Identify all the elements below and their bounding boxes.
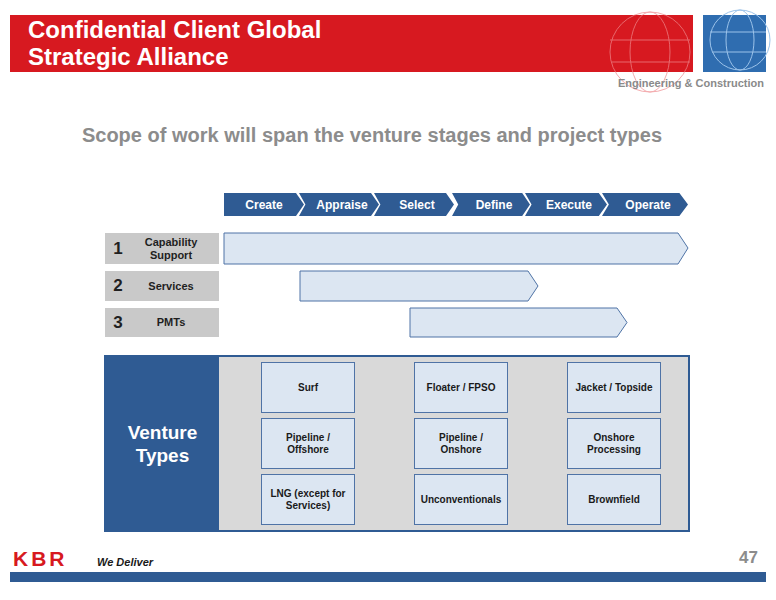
venture-panel: Venture Types Surf Floater / FPSO Jacket / … [104, 355, 690, 532]
panel-heading: Venture Types [106, 357, 219, 530]
row-label: PMTs [129, 316, 219, 329]
company-logo: KBR [13, 547, 68, 571]
chevron-fill [602, 193, 688, 216]
footer-bar [10, 572, 766, 582]
chevron-fill [224, 193, 304, 216]
panel-side [106, 357, 219, 530]
row-number: 3 [107, 313, 129, 333]
venture-type-label: Onshore Processing [573, 432, 655, 456]
venture-type-box: Onshore Processing [567, 418, 661, 469]
brand-tagline: Engineering & Construction [618, 77, 764, 89]
venture-type-label: Pipeline / Onshore [420, 432, 502, 456]
venture-type-box: Pipeline / Onshore [414, 418, 508, 469]
phase-label: Execute [546, 198, 592, 212]
venture-type-box: LNG (except for Services) [261, 474, 355, 525]
slide-title: Confidential Client Global Strategic All… [28, 16, 328, 70]
phase-chevron: Create [224, 193, 304, 216]
venture-type-box: Floater / FPSO [414, 362, 508, 413]
chevron-fill [299, 193, 379, 216]
phase-chevron: Select [374, 193, 454, 216]
venture-type-label: LNG (except for Services) [267, 488, 349, 512]
chevron-fill [452, 193, 530, 216]
range-arrow [410, 308, 627, 337]
phase-chevron: Execute [525, 193, 607, 216]
phase-label: Operate [625, 198, 670, 212]
phase-chevron: Appraise [299, 193, 379, 216]
venture-type-box: Brownfield [567, 474, 661, 525]
chevron-fill [374, 193, 454, 216]
scope-row: 2Services [105, 271, 219, 301]
venture-type-box: Surf [261, 362, 355, 413]
venture-type-label: Pipeline / Offshore [267, 432, 349, 456]
globe-square [703, 15, 766, 72]
venture-type-box: Jacket / Topside [567, 362, 661, 413]
row-number: 1 [107, 239, 129, 259]
phase-label: Create [245, 198, 282, 212]
slide-subtitle: Scope of work will span the venture stag… [0, 124, 744, 147]
phase-chevron: Define [452, 193, 530, 216]
row-number: 2 [107, 276, 129, 296]
venture-type-label: Floater / FPSO [427, 382, 496, 394]
row-label: Services [129, 280, 219, 293]
scope-row: 3PMTs [105, 308, 219, 337]
phase-chevron: Operate [602, 193, 688, 216]
venture-type-label: Surf [298, 382, 318, 394]
venture-type-label: Brownfield [588, 494, 640, 506]
phase-label: Select [399, 198, 434, 212]
company-slogan: We Deliver [97, 556, 153, 568]
phase-label: Appraise [316, 198, 367, 212]
venture-type-label: Unconventionals [421, 494, 502, 506]
range-arrow [300, 271, 538, 301]
venture-type-box: Unconventionals [414, 474, 508, 525]
phase-label: Define [476, 198, 513, 212]
venture-type-label: Jacket / Topside [575, 382, 652, 394]
venture-type-box: Pipeline / Offshore [261, 418, 355, 469]
scope-row: 1Capability Support [105, 233, 219, 264]
chevron-fill [525, 193, 607, 216]
row-label: Capability Support [129, 236, 219, 262]
range-arrow [224, 233, 688, 264]
page-number: 47 [739, 548, 758, 568]
globe-square-lines [710, 10, 770, 70]
